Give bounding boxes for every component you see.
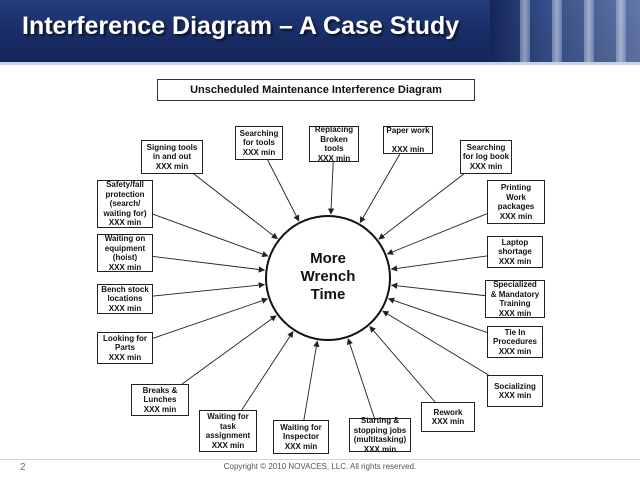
arrow-tie-in-procedures <box>387 297 488 333</box>
interference-diagram: Unscheduled Maintenance Interference Dia… <box>95 70 545 458</box>
arrow-signing-tools <box>193 173 278 240</box>
factor-box-starting-stopping: Starting &stopping jobs(multitasking)XXX… <box>349 416 411 454</box>
arrow-starting-stopping <box>346 338 375 419</box>
arrow-safety-fall <box>152 213 269 258</box>
diagram-title: Unscheduled Maintenance Interference Dia… <box>157 79 475 101</box>
arrow-waiting-equipment <box>152 256 266 273</box>
arrow-looking-parts <box>152 297 269 339</box>
header-columns-image <box>490 0 640 62</box>
arrow-paper-work <box>359 153 401 224</box>
arrow-specialized-training <box>390 282 486 297</box>
arrow-rework <box>369 325 436 403</box>
arrow-socializing <box>382 310 489 376</box>
arrow-breaks-lunches <box>181 315 277 385</box>
copyright-text: Copyright © 2010 NOVACES, LLC. All right… <box>223 462 417 471</box>
arrow-laptop-shortage <box>390 255 488 272</box>
arrow-searching-log-book <box>378 173 465 240</box>
title-divider <box>0 62 640 65</box>
factor-box-paper-work: Paper work XXX min <box>383 126 433 154</box>
center-label: More Wrench Time <box>300 250 356 303</box>
slide-header: Interference Diagram – A Case Study <box>0 0 640 62</box>
center-circle <box>265 215 391 341</box>
page-number: 2 <box>20 462 26 473</box>
arrow-bench-stock <box>152 282 265 297</box>
slide-title: Interference Diagram – A Case Study <box>22 12 460 40</box>
arrow-layer <box>152 153 489 421</box>
arrow-waiting-task <box>241 331 294 411</box>
arrow-replacing-broken-tools <box>327 161 335 215</box>
arrow-printing-work-packages <box>386 213 488 255</box>
arrow-waiting-inspector <box>303 340 320 421</box>
footer-divider <box>0 459 640 460</box>
arrow-searching-tools <box>267 159 300 222</box>
